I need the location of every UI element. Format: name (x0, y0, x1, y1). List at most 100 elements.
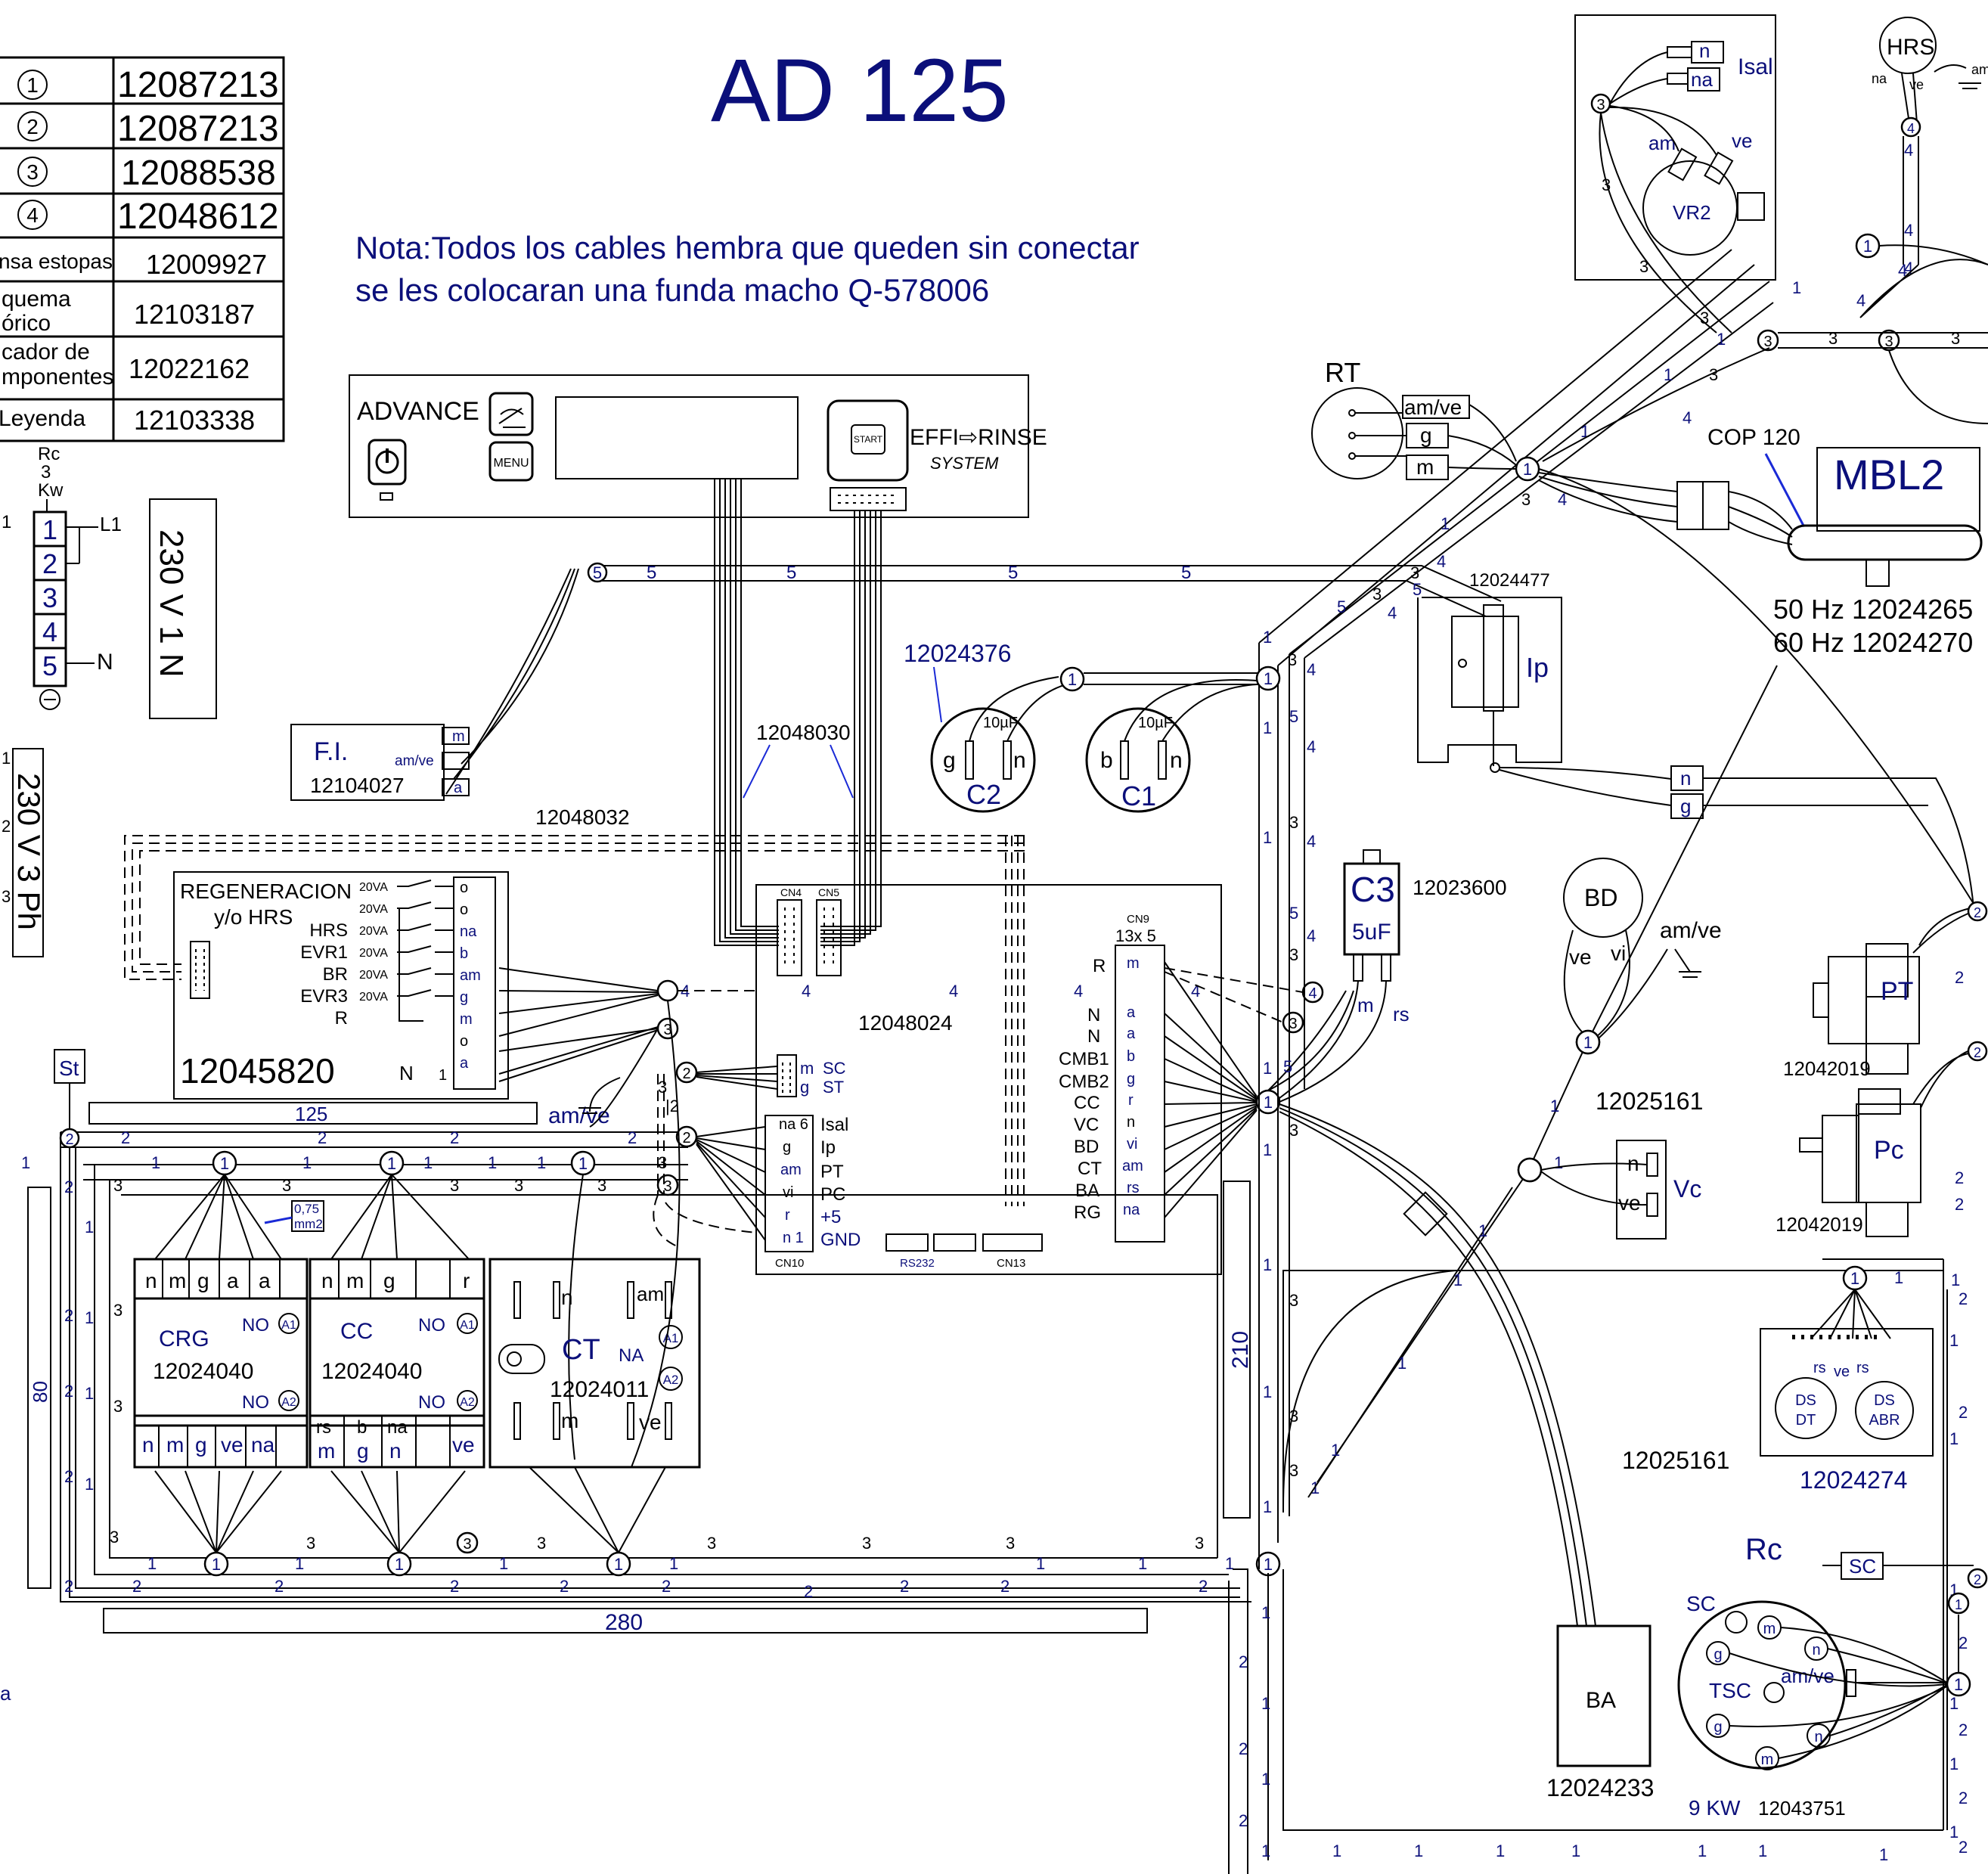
svg-text:m: m (1357, 994, 1374, 1016)
svg-text:4: 4 (1307, 926, 1316, 945)
svg-text:1: 1 (1949, 1823, 1959, 1841)
table-key-7a: cador de (2, 340, 90, 365)
svg-text:2: 2 (1959, 1289, 1968, 1308)
hrs-sensor: HRS na ve am 4 4 4 4 1 3 3 3 3 4 4 1 (1757, 17, 1988, 424)
svg-text:2: 2 (450, 1128, 459, 1147)
svg-text:g: g (800, 1078, 809, 1097)
svg-text:n 1: n 1 (783, 1230, 804, 1246)
system-label: SYSTEM (930, 454, 999, 473)
svg-text:1: 1 (1554, 1153, 1563, 1172)
svg-text:3: 3 (1639, 257, 1648, 276)
note-line-2: se les colocaran una funda macho Q-57800… (355, 272, 989, 308)
svg-text:4: 4 (1683, 408, 1692, 427)
svg-text:m: m (1127, 955, 1140, 972)
svg-text:ve: ve (1618, 1191, 1641, 1215)
panel-connector (830, 487, 907, 511)
svg-text:1: 1 (1951, 1271, 1960, 1289)
panel-display (555, 396, 799, 479)
svg-text:80: 80 (29, 1381, 51, 1403)
svg-text:2: 2 (450, 1577, 459, 1596)
svg-text:4: 4 (1307, 660, 1316, 679)
c3-code: 12023600 (1413, 876, 1507, 899)
svg-text:3: 3 (113, 1301, 123, 1320)
svg-text:na: na (1691, 68, 1713, 91)
ds-abr: DS (1874, 1392, 1895, 1409)
pt-valve: PT 12042019 2 (1783, 901, 1988, 1080)
svg-text:2: 2 (1959, 1838, 1968, 1857)
cc-code: 12024040 (321, 1359, 422, 1384)
svg-text:R: R (1093, 956, 1106, 976)
svg-text:2: 2 (1974, 1045, 1981, 1060)
svg-text:n: n (145, 1269, 157, 1292)
svg-text:START: START (854, 434, 883, 445)
regen-bus-line (399, 908, 423, 1022)
table-key-4: 4 (26, 203, 39, 227)
svg-text:3: 3 (1410, 563, 1419, 582)
terminal-5: 5 (42, 650, 57, 681)
svg-text:1: 1 (1261, 1770, 1270, 1789)
svg-text:rs: rs (1856, 1360, 1869, 1376)
svg-text:2: 2 (1955, 968, 1964, 987)
regen-switch-icon (397, 989, 454, 997)
svg-text:vi: vi (783, 1184, 793, 1201)
svg-text:1: 1 (151, 1153, 160, 1172)
regen-row-label: R (335, 1008, 348, 1029)
svg-text:3: 3 (1521, 490, 1531, 509)
svg-text:3: 3 (537, 1534, 546, 1553)
svg-text:1: 1 (499, 1554, 508, 1573)
svg-text:4: 4 (1074, 982, 1083, 1001)
svg-text:3: 3 (41, 462, 51, 482)
svg-text:1: 1 (21, 1153, 30, 1172)
table-code-7: 12022162 (129, 353, 250, 384)
svg-text:2: 2 (64, 1577, 73, 1596)
control-panel: ADVANCE MENU START EFFI⇨RINSE SYSTEM (349, 374, 1047, 518)
svg-text:3: 3 (663, 1022, 671, 1038)
rc-heater: Rc SC 2 1 SC m n g am/ve TSC g n m 1 9 K… (1677, 1533, 1988, 1820)
rc-kw: 9 KW (1689, 1796, 1741, 1820)
svg-text:m: m (1763, 1621, 1776, 1637)
svg-text:1: 1 (387, 1154, 396, 1173)
svg-text:2: 2 (900, 1577, 909, 1596)
table-key-8: Leyenda (0, 406, 85, 431)
svg-text:g: g (1714, 1719, 1722, 1736)
svg-text:1: 1 (1550, 1097, 1559, 1115)
svg-text:na 6: na 6 (779, 1116, 808, 1133)
svg-text:1: 1 (1263, 1382, 1272, 1401)
svg-text:1: 1 (1717, 330, 1726, 349)
svg-text:4: 4 (1307, 737, 1316, 756)
svg-text:CMB2: CMB2 (1059, 1072, 1109, 1092)
svg-text:1: 1 (1949, 1331, 1959, 1350)
svg-text:CC: CC (1074, 1093, 1100, 1113)
svg-text:1: 1 (1949, 1755, 1959, 1773)
svg-text:1: 1 (1478, 1221, 1487, 1240)
svg-text:1: 1 (147, 1554, 157, 1573)
c2-name: C2 (966, 779, 1001, 810)
svg-text:na: na (1872, 71, 1887, 86)
svg-text:1: 1 (1036, 1554, 1045, 1573)
svg-text:1: 1 (85, 1475, 94, 1494)
svg-text:5: 5 (1008, 563, 1018, 583)
svg-text:3: 3 (463, 1536, 471, 1553)
svg-text:4: 4 (802, 982, 811, 1001)
svg-text:CMB1: CMB1 (1059, 1049, 1109, 1069)
svg-text:1: 1 (1263, 1497, 1272, 1516)
svg-text:5: 5 (786, 563, 796, 583)
svg-text:3: 3 (1288, 650, 1297, 669)
terminal-4: 4 (42, 616, 57, 647)
svg-text:r: r (1128, 1092, 1134, 1109)
svg-text:m: m (318, 1439, 335, 1463)
svg-text:Kw: Kw (38, 480, 64, 501)
mono-voltage: 230 V 1 N (153, 529, 190, 678)
svg-text:1: 1 (1138, 1554, 1147, 1573)
regen-row-va: 20VA (359, 925, 388, 938)
svg-text:3: 3 (1763, 334, 1772, 350)
power-button-icon (368, 439, 407, 486)
terminal-2: 2 (42, 548, 57, 579)
isal-valve: Isal n na 3 am ve VR2 3 3 3 (1574, 14, 1776, 334)
table-code-5: 12009927 (146, 249, 267, 280)
right-loop: 1 2 1 2 1 2 1 1 1 1 1 1 1 1 1 2 1 1 2 1 … (1228, 968, 1968, 1874)
svg-text:ABR: ABR (1869, 1412, 1900, 1429)
ba-cable-code: 12025161 (1622, 1447, 1729, 1474)
svg-text:1: 1 (2, 749, 11, 768)
svg-text:a: a (1127, 1025, 1136, 1042)
